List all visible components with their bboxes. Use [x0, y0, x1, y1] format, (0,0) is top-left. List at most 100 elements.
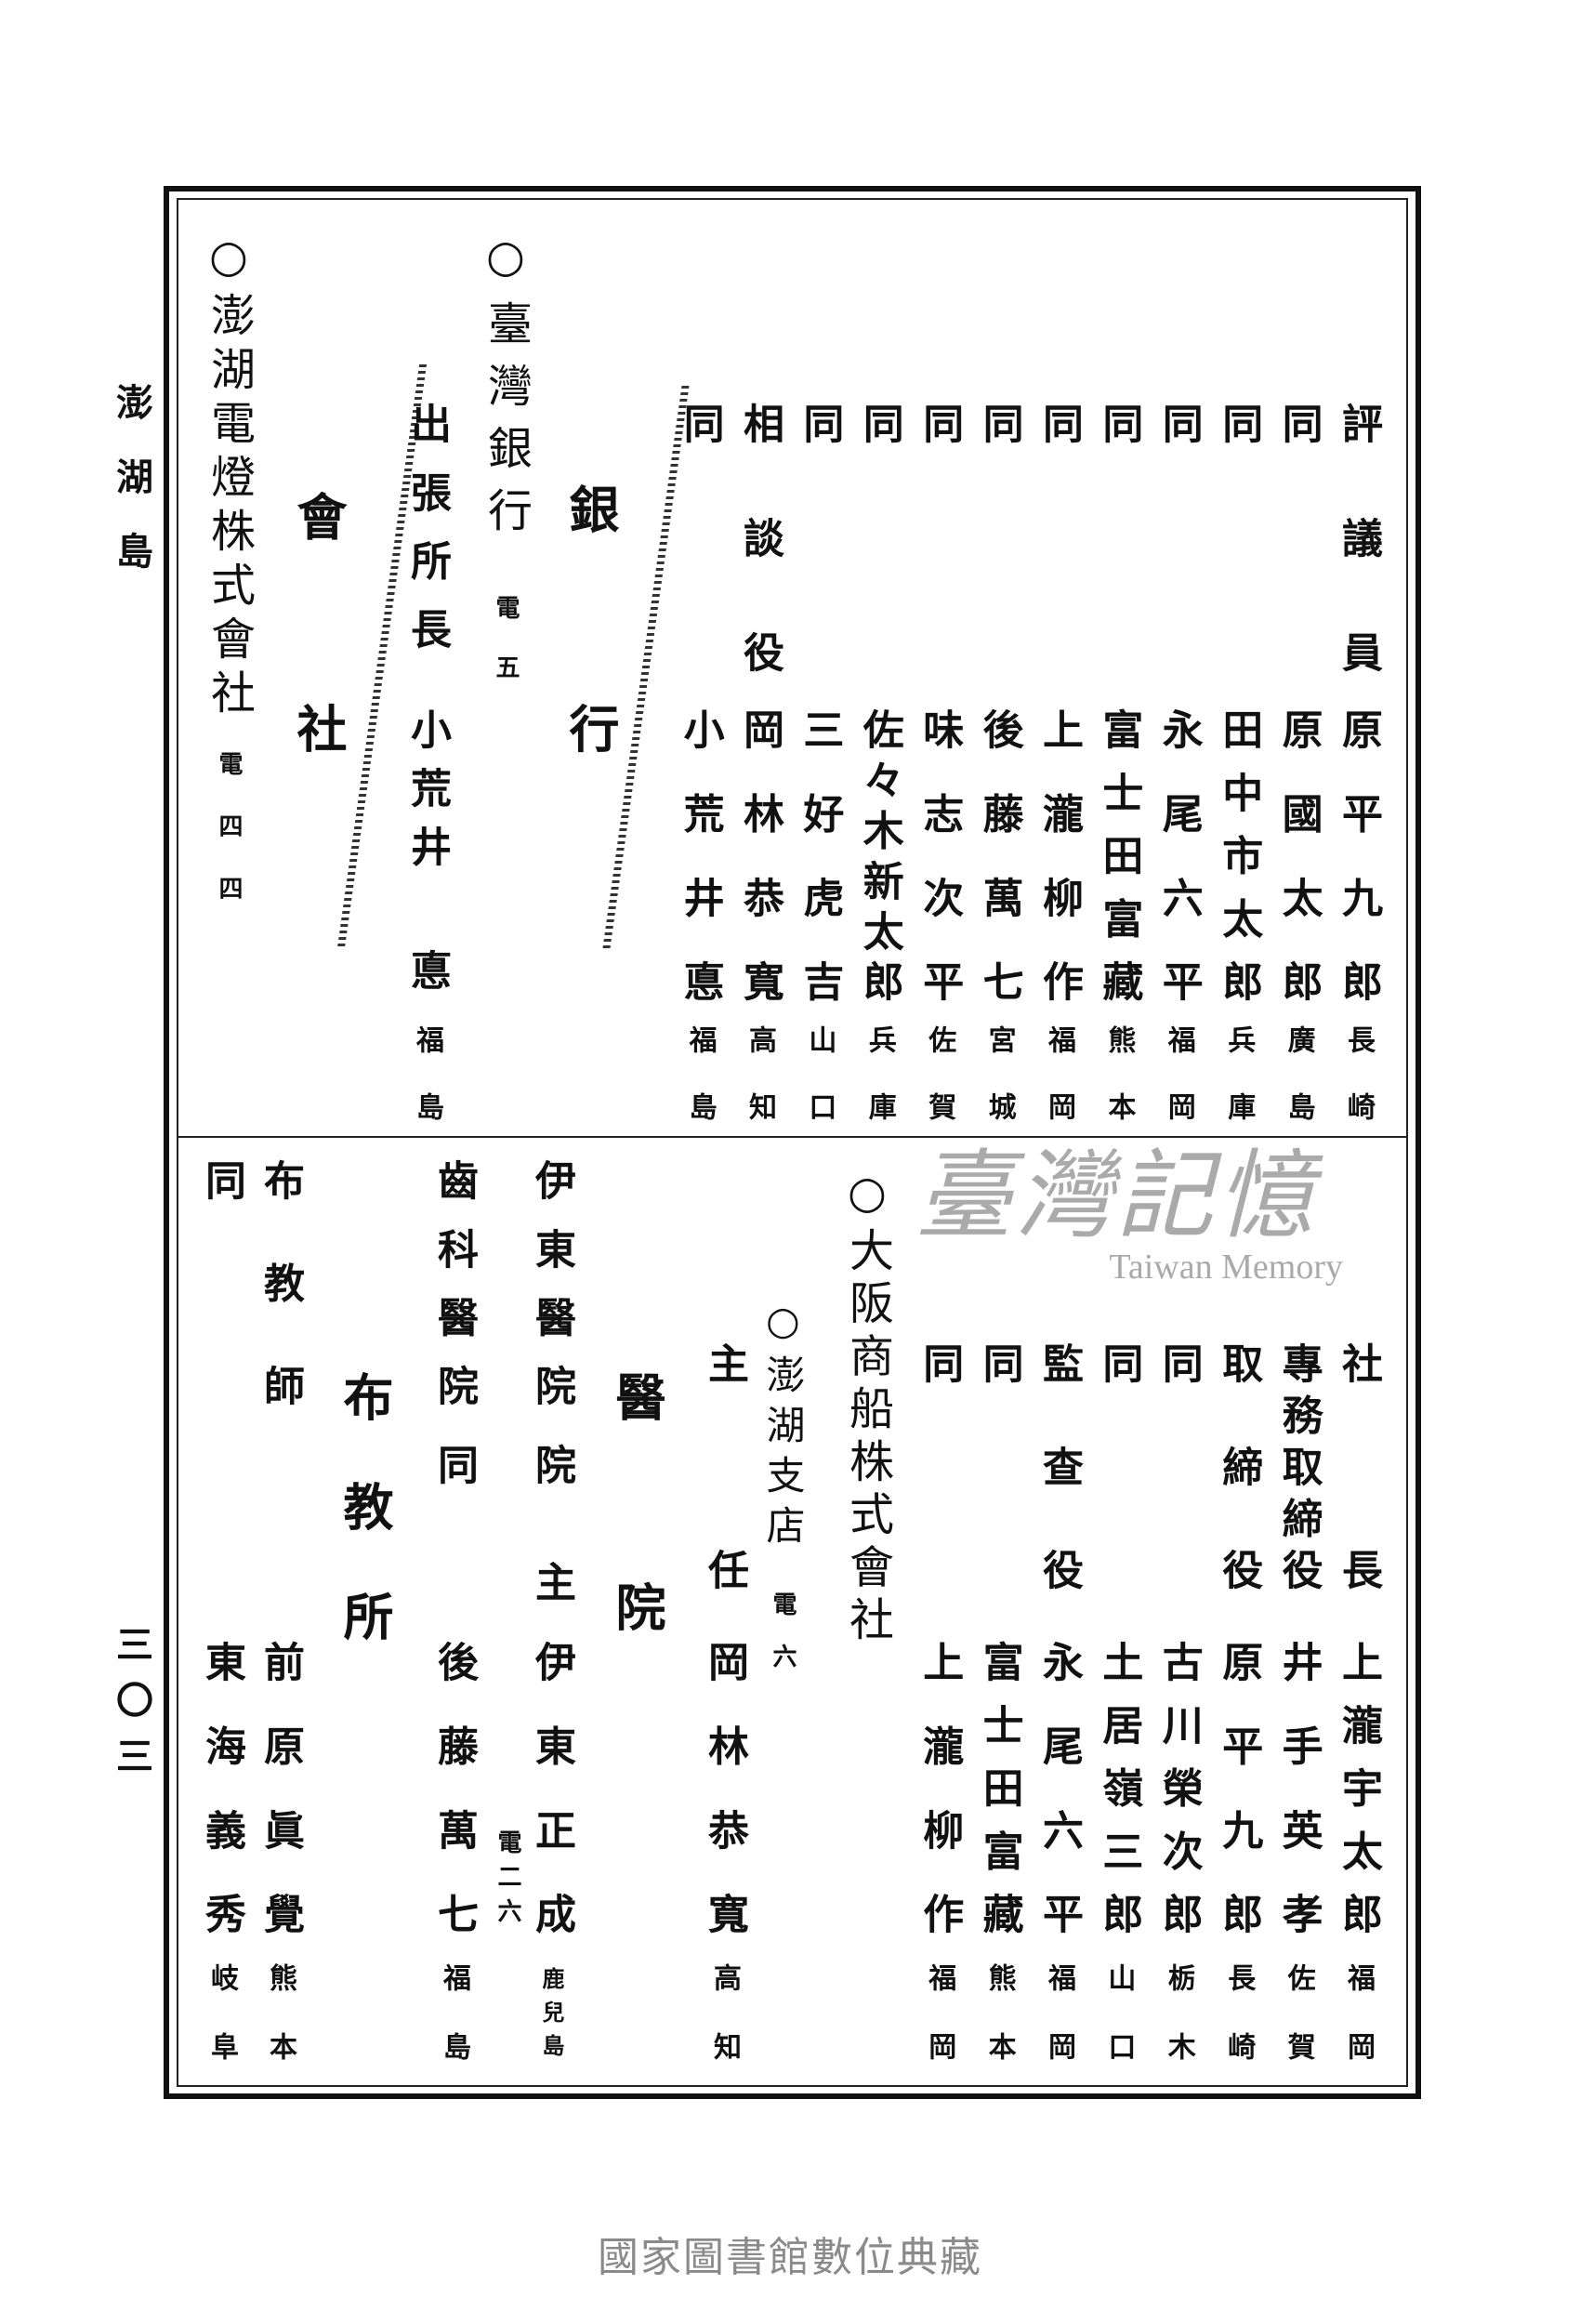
watermark-main: 臺灣記憶: [915, 1139, 1318, 1252]
hospital-director-origin: 福島: [438, 1963, 470, 2060]
officer-title: 取締役: [1215, 1342, 1263, 1590]
branch-phone: 電六: [769, 1591, 797, 1668]
officer-title: 同: [1095, 1342, 1143, 1383]
member-name: 原國太郎: [1274, 708, 1323, 1001]
member-title: 同: [796, 403, 844, 443]
hospital-director-origin: 鹿兒島: [538, 1967, 565, 2056]
officer-origin: 栃木: [1162, 1963, 1195, 2060]
member-name: 原平九郎: [1335, 708, 1382, 1001]
member-title: 同: [1035, 403, 1083, 443]
hospital-director-name: 後藤萬七: [430, 1641, 478, 1934]
officer-name: 古川榮次郎: [1154, 1641, 1203, 1934]
officer-name: 土居嶺三郎: [1095, 1641, 1143, 1934]
branch-manager-title: 主任: [701, 1342, 748, 1590]
officer-origin: 福岡: [1043, 1963, 1075, 2060]
member-name: 後藤萬七: [975, 708, 1023, 1001]
hospital-name: 伊東醫院: [528, 1159, 575, 1406]
missionary-name: 東海義秀: [198, 1641, 245, 1934]
member-title: 評議員: [1335, 403, 1382, 672]
member-origin: 宮城: [982, 1025, 1016, 1120]
officer-origin: 熊本: [982, 1963, 1016, 2060]
missionary-origin: 岐阜: [205, 1963, 238, 2060]
bank-name: ○臺灣銀行: [480, 231, 532, 532]
member-origin: 兵庫: [1222, 1025, 1256, 1120]
watermark: 臺灣記憶 Taiwan Memory: [915, 1147, 1380, 1285]
section-divider: [177, 1136, 1408, 1138]
section-heading-companies: 會社: [288, 491, 348, 753]
osaka-company-name: ○大阪商船株式會社: [841, 1167, 893, 1641]
bank-manager-name: 小荒井: [403, 708, 451, 866]
officer-name: 上瀧宇太郎: [1335, 1641, 1382, 1934]
officer-origin: 山口: [1102, 1963, 1136, 2060]
missionary-origin: 熊本: [264, 1963, 296, 2060]
hospital-phone: 電二六: [494, 1829, 521, 1922]
member-name: 佐々木新太郎: [855, 708, 903, 1001]
member-title: 同: [1215, 403, 1263, 443]
page-frame-outer: [164, 186, 1421, 2099]
officer-origin: 福岡: [923, 1963, 956, 2060]
bank-manager-name-last: 悳: [403, 949, 451, 990]
member-origin: 長崎: [1342, 1025, 1375, 1120]
officer-title: 同: [975, 1342, 1023, 1383]
hospital-director-name: 伊東正成: [528, 1641, 575, 1934]
officer-title: 專務取締役: [1274, 1342, 1323, 1590]
watermark-sub: Taiwan Memory: [1109, 1248, 1343, 1287]
mission-title: 同: [198, 1159, 245, 1200]
member-name: 三好虎吉: [796, 708, 844, 1001]
branch-manager-origin: 高知: [708, 1963, 741, 2060]
mission-title: 布教師: [257, 1159, 304, 1406]
officer-name: 富士田富藏: [975, 1641, 1023, 1934]
section-heading-banks: 銀行: [560, 483, 620, 753]
member-origin: 福島: [683, 1025, 717, 1120]
officer-title: 監查役: [1035, 1342, 1083, 1590]
member-name: 岡林恭寬: [736, 708, 783, 1001]
company-phone: 電四四: [215, 751, 243, 900]
officer-title: 社長: [1335, 1342, 1382, 1590]
page-frame-inner: [177, 198, 1408, 2087]
member-origin: 廣島: [1282, 1025, 1315, 1120]
hospital-title: 同: [430, 1444, 478, 1485]
member-origin: 兵庫: [862, 1025, 896, 1120]
member-title: 同: [855, 403, 903, 443]
member-title: 同: [1154, 403, 1203, 443]
member-name: 味志次平: [915, 708, 964, 1001]
member-origin: 熊本: [1102, 1025, 1136, 1120]
section-heading-hospitals: 醫院: [607, 1371, 666, 1631]
bank-title: 出張所長: [403, 403, 451, 649]
member-name: 小荒井悳: [676, 708, 724, 1001]
company-name: ○澎湖電燈株式會社: [203, 231, 255, 714]
officer-name: 永尾六平: [1035, 1641, 1083, 1934]
footer-credit: 國家圖書館數位典藏: [598, 2234, 982, 2281]
officer-origin: 福岡: [1342, 1963, 1375, 2060]
hospital-name: 齒科醫院: [430, 1159, 478, 1406]
branch-manager-name: 岡林恭寬: [701, 1641, 748, 1934]
officer-name: 原平九郎: [1215, 1641, 1263, 1934]
member-title: 相談役: [736, 403, 783, 672]
member-origin: 高知: [744, 1025, 776, 1120]
section-heading-missions: 布教所: [335, 1371, 394, 1641]
member-title: 同: [975, 403, 1023, 443]
officer-origin: 佐賀: [1282, 1963, 1315, 2060]
member-origin: 山口: [803, 1025, 836, 1120]
branch-name: ○澎湖支店: [760, 1298, 806, 1544]
officer-origin: 長崎: [1222, 1963, 1256, 2060]
officer-name: 井手英孝: [1274, 1641, 1323, 1934]
member-name: 田中市太郎: [1215, 708, 1263, 1001]
officer-title: 同: [915, 1342, 964, 1383]
officer-name: 上瀧柳作: [915, 1641, 964, 1934]
member-origin: 佐賀: [923, 1025, 956, 1120]
member-name: 上瀧柳作: [1035, 708, 1083, 1001]
bank-phone: 電五: [492, 595, 520, 679]
member-title: 同: [1095, 403, 1143, 443]
member-origin: 福岡: [1162, 1025, 1195, 1120]
running-head: 澎湖島: [110, 383, 153, 569]
member-title: 同: [1274, 403, 1323, 443]
member-title: 同: [915, 403, 964, 443]
missionary-name: 前原眞覺: [257, 1641, 304, 1934]
page-number: 三〇三: [110, 1625, 153, 1774]
hospital-title: 院主: [528, 1444, 575, 1602]
officer-title: 同: [1154, 1342, 1203, 1383]
member-name: 富士田富藏: [1095, 708, 1143, 1001]
bank-manager-origin: 福島: [411, 1025, 443, 1120]
member-origin: 福岡: [1043, 1025, 1075, 1120]
